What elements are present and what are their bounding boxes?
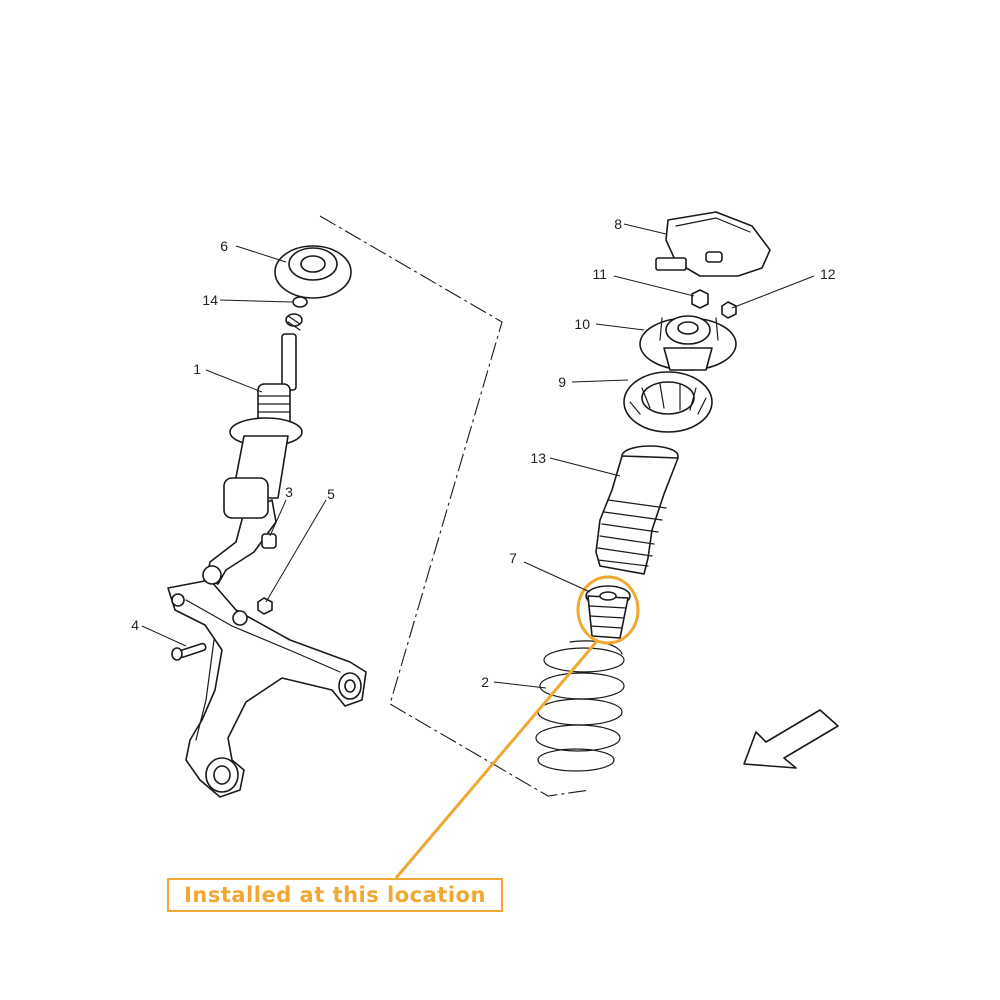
callout-5: 5: [327, 486, 335, 502]
callout-10: 10: [574, 316, 590, 332]
shock-absorber: [223, 333, 303, 519]
callout-14: 14: [202, 292, 218, 308]
link-bushing: [261, 533, 277, 549]
callout-3: 3: [285, 484, 293, 500]
strut-mount-cover: [655, 211, 771, 277]
arrow-down-left-icon: [743, 709, 839, 769]
callout-8: 8: [614, 216, 622, 232]
arm-bolt: [171, 642, 207, 661]
installation-location-label: Installed at this location: [167, 878, 503, 912]
mount-stud-nut: [721, 301, 737, 319]
callout-6: 6: [220, 238, 228, 254]
spring-isolator: [623, 371, 713, 433]
dust-boot: [595, 445, 679, 575]
strut-link: [202, 499, 277, 585]
callout-numbers: 6 14 1 3 5 4 8 11 12 10 9 13 7 2: [131, 216, 836, 690]
installation-highlight: [394, 575, 640, 879]
callout-2: 2: [481, 674, 489, 690]
lower-control-arm: [167, 579, 367, 798]
callout-1: 1: [193, 361, 201, 377]
callout-9: 9: [558, 374, 566, 390]
link-nut: [257, 597, 273, 615]
upper-mount: [639, 315, 737, 371]
leader-lines: [141, 223, 815, 689]
jounce-bumper: [585, 585, 631, 639]
callout-4: 4: [131, 617, 139, 633]
callout-11: 11: [592, 266, 607, 282]
coil-spring: [535, 640, 625, 772]
callout-13: 13: [530, 450, 546, 466]
callout-12: 12: [820, 266, 836, 282]
assembly-boundary: [319, 215, 591, 797]
upper-mount-nut: [691, 289, 709, 309]
upper-strut-mount: [274, 245, 352, 299]
callout-7: 7: [509, 550, 517, 566]
